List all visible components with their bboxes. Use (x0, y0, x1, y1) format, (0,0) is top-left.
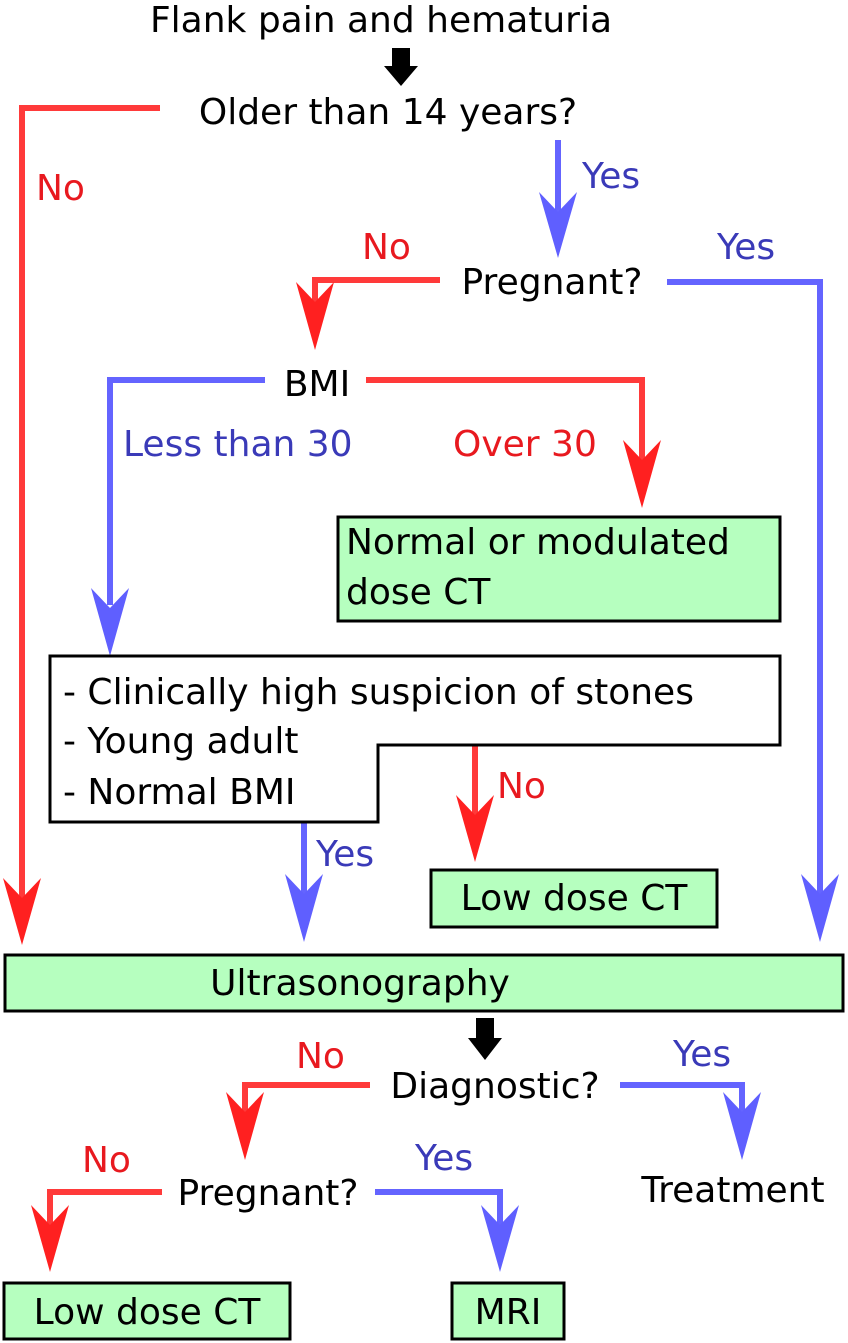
arrowhead-preg2-no (31, 1205, 69, 1272)
criteria-line-2: - Young adult (63, 721, 298, 762)
pregnant-question-2: Pregnant? (177, 1173, 358, 1214)
ct-normal-line-1: Normal or modulated (346, 522, 730, 563)
edge-label-diag-yes: Yes (672, 1034, 731, 1075)
diagnostic-question: Diagnostic? (390, 1066, 599, 1107)
arrowhead-age-yes (539, 192, 577, 258)
arrowhead-diag-no (226, 1092, 264, 1160)
edge-label-criteria-yes: Yes (315, 834, 374, 875)
edge-preg2-no (47, 1189, 162, 1225)
ultrasonography-label: Ultrasonography (210, 963, 510, 1004)
edge-bmi-over (366, 377, 645, 470)
low-dose-ct-1-label: Low dose CT (461, 878, 689, 919)
bmi-label: BMI (284, 364, 350, 405)
edge-diag-no (242, 1082, 370, 1115)
edge-label-diag-no: No (296, 1036, 345, 1077)
criteria-line-1: - Clinically high suspicion of stones (63, 672, 694, 713)
pregnant-question-1: Pregnant? (461, 262, 642, 303)
arrowhead-diag-yes (723, 1092, 761, 1160)
edge-diag-yes (620, 1082, 745, 1115)
low-dose-ct-box-2 (2, 1281, 292, 1341)
edge-label-preg2-no: No (82, 1140, 131, 1181)
arrowhead-bmi-over (623, 440, 661, 508)
criteria-box (48, 654, 782, 824)
arrowhead-ultrasonography (468, 1018, 502, 1060)
arrowhead-start (384, 48, 418, 86)
ct-normal-box (336, 515, 782, 623)
age-question: Older than 14 years? (199, 92, 577, 133)
edge-preg1-no (312, 277, 440, 310)
arrowhead-criteria-no (456, 795, 494, 862)
edge-label-age-no: No (36, 168, 85, 209)
edge-preg1-yes (667, 279, 823, 900)
edge-label-preg2-yes: Yes (414, 1138, 473, 1179)
ct-normal-line-2: dose CT (346, 572, 491, 613)
ultrasonography-box (3, 953, 845, 1013)
start-label: Flank pain and hematuria (150, 0, 612, 41)
arrowhead-preg1-no (296, 282, 334, 350)
arrowhead-preg1-yes (801, 874, 839, 942)
edge-label-bmi-over: Over 30 (453, 424, 597, 465)
edge-bmi-less (107, 377, 265, 605)
mri-label: MRI (475, 1292, 542, 1333)
low-dose-ct-2-label: Low dose CT (34, 1292, 262, 1333)
mri-box (450, 1281, 566, 1341)
arrowhead-criteria-yes (285, 874, 323, 942)
treatment-label: Treatment (640, 1170, 824, 1211)
edge-label-criteria-no: No (497, 766, 546, 807)
edge-label-preg1-yes: Yes (716, 227, 775, 268)
low-dose-ct-box-1 (429, 868, 719, 929)
edge-age-no (19, 105, 160, 900)
edge-label-bmi-less: Less than 30 (123, 424, 353, 465)
criteria-line-3: - Normal BMI (63, 772, 296, 813)
arrowhead-age-no (3, 878, 41, 945)
edge-preg2-yes (375, 1189, 503, 1225)
arrowheads (3, 48, 839, 1272)
arrowhead-preg2-yes (481, 1205, 519, 1272)
arrowhead-bmi-less (91, 588, 129, 656)
edge-label-age-yes: Yes (581, 156, 640, 197)
edge-label-preg1-no: No (362, 227, 411, 268)
